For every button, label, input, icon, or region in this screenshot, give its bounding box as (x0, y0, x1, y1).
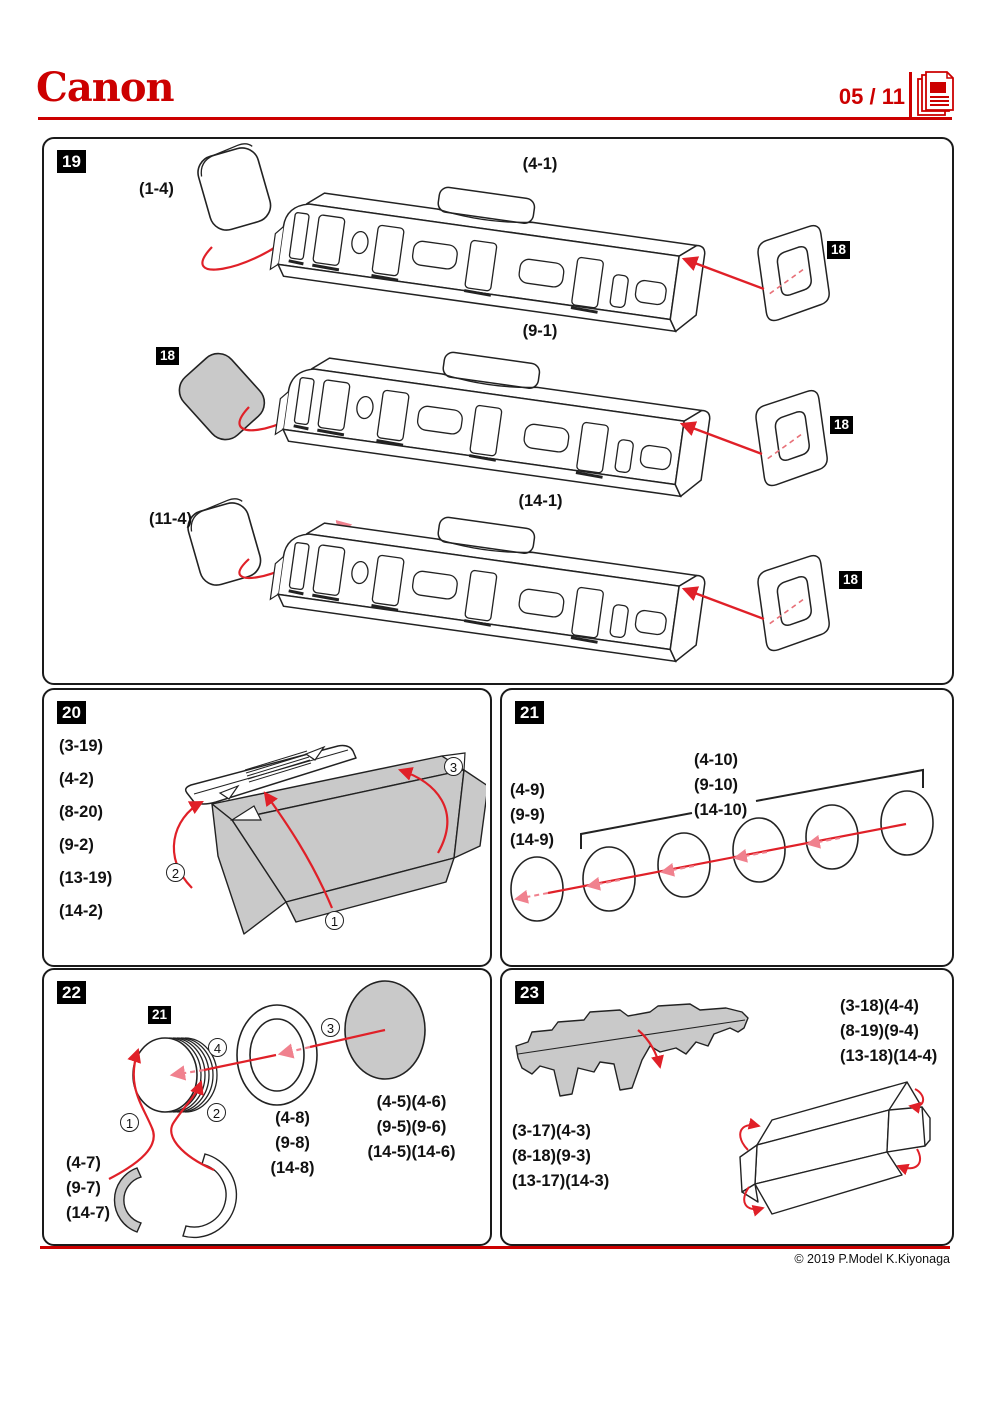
ring-label-list: (4-8) (9-8) (14-8) (270, 1109, 315, 1177)
callout-3: 3 (444, 757, 463, 776)
part-label: (11-4) (149, 510, 193, 528)
callout-4: 4 (208, 1038, 227, 1057)
part-label-list: (3-19) (4-2) (8-20) (9-2) (13-19) (14-2) (59, 737, 113, 920)
step-22-illustration (108, 980, 426, 1239)
step-23-illustration (515, 1003, 931, 1217)
strip-label-list: (4-7) (9-7) (14-7) (66, 1154, 111, 1222)
body-label: (14-1) (518, 492, 563, 510)
copyright: © 2019 P.Model K.Kiyonaga (794, 1252, 950, 1266)
row1-end-cap (754, 223, 833, 323)
step-23-panel: 23 (3-18)(4-4) (8-19)(9-4) (13-18)(14-4)… (500, 968, 954, 1246)
ring-part (236, 1004, 318, 1106)
ref-step-badge: 21 (148, 1006, 171, 1024)
row2-gray-piece (178, 352, 266, 441)
disc-label-list: (4-10) (9-10) (14-10) (694, 751, 748, 819)
footer-rule (40, 1246, 950, 1249)
group-bracket (580, 768, 924, 849)
part-18-badge: 18 (830, 416, 853, 434)
callout-1: 1 (325, 911, 344, 930)
row2-car-body (273, 327, 716, 501)
row3-end-piece (182, 495, 266, 590)
gray-strip-part (113, 1167, 142, 1233)
step-number-badge: 21 (515, 701, 544, 724)
callout-3: 3 (321, 1018, 340, 1037)
target-label-list: (4-9) (9-9) (14-9) (510, 781, 555, 849)
row3-end-cap (754, 553, 833, 653)
disc-label-list: (4-5)(4-6) (9-5)(9-6) (14-5)(14-6) (367, 1093, 456, 1161)
part-18-badge: 18 (827, 241, 850, 259)
row1-car-body (268, 162, 711, 336)
step-21-panel: 21 (4-9) (9-9) (14-9) (4-10) (9-10) (14-… (500, 688, 954, 967)
step-number-badge: 20 (57, 701, 86, 724)
row3-car-body (268, 492, 711, 666)
base-label-list: (3-17)(4-3) (8-18)(9-3) (13-17)(14-3) (512, 1122, 610, 1190)
part-18-badge: 18 (156, 347, 179, 365)
row2-end-cap (752, 388, 831, 488)
underframe-part (515, 1003, 749, 1097)
callout-2: 2 (166, 863, 185, 882)
body-label: (9-1) (522, 322, 558, 340)
row1-cap-arrow (681, 256, 765, 291)
pages-stack-icon (916, 70, 956, 125)
step-21-illustration (510, 768, 934, 922)
tray-box (739, 1081, 931, 1215)
fold-label-list: (3-18)(4-4) (8-19)(9-4) (13-18)(14-4) (840, 997, 938, 1065)
row1-end-piece (192, 140, 276, 235)
step-number-badge: 19 (57, 150, 86, 173)
part-label: (1-4) (139, 180, 174, 198)
step-20-illustration (172, 744, 486, 935)
callout-1: 1 (120, 1113, 139, 1132)
step-number-badge: 22 (57, 981, 86, 1004)
coiled-strip (132, 1037, 218, 1113)
page-number: 05 / 11 (838, 84, 905, 109)
canon-logo: Canon (36, 64, 175, 111)
step-19-illustration (178, 140, 833, 666)
step-number-badge: 23 (515, 981, 544, 1004)
callout-2: 2 (207, 1103, 226, 1122)
header-divider (909, 72, 912, 120)
step-22-panel: 22 21 1 2 3 4 (4-7) (9-7) (14-7) (4-8) (… (42, 968, 492, 1246)
part-18-badge: 18 (839, 571, 862, 589)
header-rule (38, 117, 952, 120)
white-strip-part (182, 1153, 238, 1239)
row3-cap-arrow (681, 586, 765, 621)
step-20-panel: 20 (3-19) (4-2) (8-20) (9-2) (13-19) (14… (42, 688, 492, 967)
body-label: (4-1) (522, 155, 558, 173)
step-19-panel: 19 (1-4) (4-1) 18 18 (9-1) 18 (11-4) (14… (42, 137, 954, 685)
row2-cap-arrow (679, 421, 763, 456)
